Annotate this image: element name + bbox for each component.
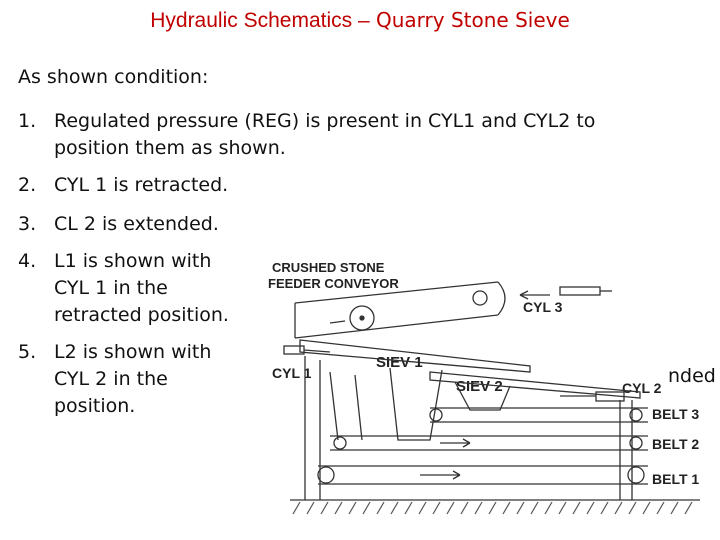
hatch-mark <box>362 501 371 515</box>
list-item-line: L1 is shown with <box>54 250 212 272</box>
hatch-mark <box>446 501 455 515</box>
hatch-mark <box>684 501 693 515</box>
cyl3-label: CYL 3 <box>523 299 563 315</box>
siev2-label: SIEV 2 <box>456 378 503 395</box>
hatch-mark <box>670 501 679 515</box>
list-item-line: L2 is shown with <box>54 341 212 363</box>
feeder-conveyor <box>294 281 506 339</box>
list-item-number: 5. <box>18 341 37 363</box>
list-item-number: 3. <box>18 213 37 235</box>
list-item-number: 4. <box>18 250 37 272</box>
hatch-mark <box>488 501 497 515</box>
hatch-mark <box>348 501 357 515</box>
feeder-pulley <box>349 305 375 331</box>
belt1-label: BELT 1 <box>652 471 699 487</box>
hatch-mark <box>460 501 469 515</box>
siev1-hopper <box>389 367 443 441</box>
cyl3-cylinder <box>559 286 601 296</box>
hatch-mark <box>656 501 665 515</box>
siev2-frame <box>429 371 641 399</box>
hatch-mark <box>474 501 483 515</box>
hatch-mark <box>558 501 567 515</box>
overflow-text: nded <box>668 365 716 387</box>
feeder-label-line1: CRUSHED STONE <box>272 260 385 275</box>
list-item-line: CL 2 is extended. <box>54 213 219 235</box>
siev1-frame <box>299 339 531 373</box>
hatch-mark <box>572 501 581 515</box>
belt3 <box>430 407 648 423</box>
hatch-mark <box>376 501 385 515</box>
cyl2-label: CYL 2 <box>622 380 662 396</box>
hatch-mark <box>628 501 637 515</box>
list-item-line: CYL 2 in the <box>54 368 168 390</box>
list-item-number: 1. <box>18 110 37 132</box>
title-part-2: Quarry Stone Sieve <box>369 8 570 32</box>
siev2-hopper <box>454 381 511 411</box>
hatch-mark <box>600 501 609 515</box>
hatch-mark <box>292 501 301 515</box>
belt3-label: BELT 3 <box>652 406 699 422</box>
slide-title: Hydraulic Schematics – Quarry Stone Siev… <box>0 8 720 33</box>
title-part-1: Hydraulic Schematics – <box>150 9 370 32</box>
belt2-label: BELT 2 <box>652 436 699 452</box>
list-item-number: 2. <box>18 174 37 196</box>
hatch-mark <box>516 501 525 515</box>
hatch-mark <box>614 501 623 515</box>
list-item-line: retracted position. <box>54 304 229 326</box>
cyl1-cylinder <box>283 345 305 355</box>
hatch-mark <box>320 501 329 515</box>
hatch-mark <box>432 501 441 515</box>
list-item-line: position them as shown. <box>54 137 286 159</box>
hatch-mark <box>306 501 315 515</box>
list-item-line: CYL 1 is retracted. <box>54 174 229 196</box>
list-item-line: CYL 1 in the <box>54 277 168 299</box>
belt2 <box>330 435 648 451</box>
list-item-line: position. <box>54 395 136 417</box>
belt1 <box>318 465 648 485</box>
hatch-mark <box>530 501 539 515</box>
hatch-mark <box>544 501 553 515</box>
cyl1-label: CYL 1 <box>272 365 312 381</box>
intro-text: As shown condition: <box>18 66 209 88</box>
feeder-label-line2: FEEDER CONVEYOR <box>268 276 399 291</box>
hatch-mark <box>642 501 651 515</box>
hatch-mark <box>404 501 413 515</box>
list-item-line: Regulated pressure (REG) is present in C… <box>54 110 596 132</box>
ground-hatch <box>292 501 693 515</box>
hatch-mark <box>586 501 595 515</box>
hatch-mark <box>418 501 427 515</box>
hatch-mark <box>334 501 343 515</box>
siev1-label: SIEV 1 <box>376 354 423 371</box>
hatch-mark <box>502 501 511 515</box>
hatch-mark <box>390 501 399 515</box>
